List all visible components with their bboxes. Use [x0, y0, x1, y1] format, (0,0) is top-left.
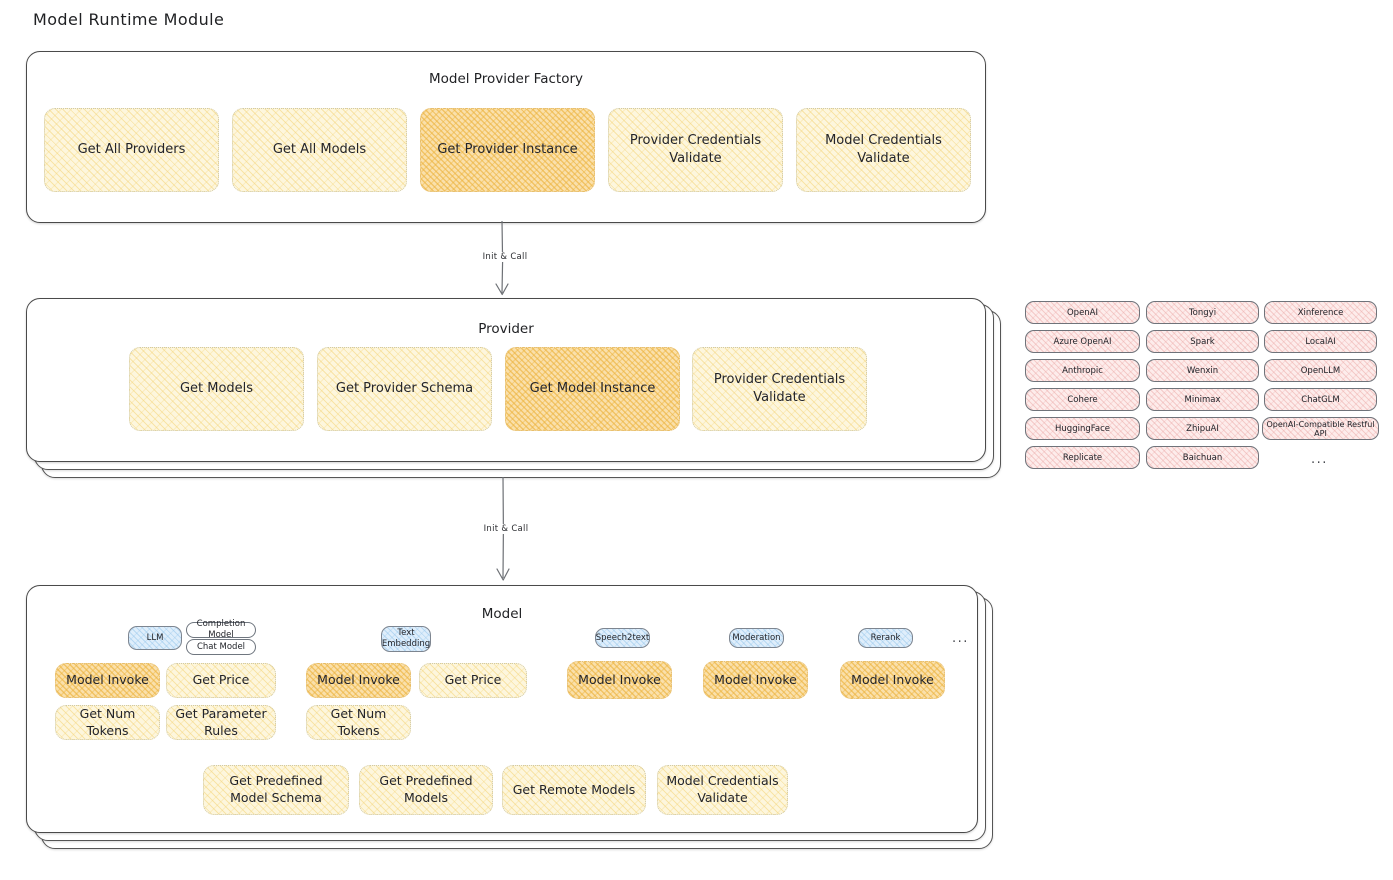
provider-pill-replicate[interactable]: Replicate: [1025, 446, 1140, 469]
provider-pill-cohere[interactable]: Cohere: [1025, 388, 1140, 411]
model-type-badge-rerank[interactable]: Rerank: [858, 628, 913, 648]
page-title: Model Runtime Module: [33, 10, 225, 29]
provider-pill-openai-compatible-restful-api[interactable]: OpenAI-Compatible Restful API: [1262, 417, 1379, 440]
model-type-badge-moderation[interactable]: Moderation: [729, 628, 784, 648]
arrow-label-init-call-1: Init & Call: [462, 252, 548, 262]
speech2text-method-model-invoke[interactable]: Model Invoke: [567, 661, 672, 699]
moderation-method-model-invoke[interactable]: Model Invoke: [703, 661, 808, 699]
provider-title: Provider: [478, 321, 534, 337]
model-type-badge-speech2text[interactable]: Speech2text: [595, 628, 650, 648]
model-type-sub-chat-model: Chat Model: [186, 639, 256, 655]
factory-method-model-credentials-validate[interactable]: Model Credentials Validate: [796, 108, 971, 192]
model-common-method-model-credentials-validate[interactable]: Model Credentials Validate: [657, 765, 788, 815]
provider-pill-azure-openai[interactable]: Azure OpenAI: [1025, 330, 1140, 353]
factory-title: Model Provider Factory: [428, 71, 583, 87]
provider-pill-xinference[interactable]: Xinference: [1264, 301, 1377, 324]
provider-pill-openai[interactable]: OpenAI: [1025, 301, 1140, 324]
provider-method-provider-credentials-validate[interactable]: Provider Credentials Validate: [692, 347, 867, 431]
provider-pill-chatglm[interactable]: ChatGLM: [1264, 388, 1377, 411]
arrow-provider-to-model: [496, 476, 510, 581]
text-embedding-method-model-invoke[interactable]: Model Invoke: [306, 663, 411, 698]
factory-method-get-provider-instance[interactable]: Get Provider Instance: [420, 108, 595, 192]
factory-method-get-all-providers[interactable]: Get All Providers: [44, 108, 219, 192]
provider-pill-tongyi[interactable]: Tongyi: [1146, 301, 1259, 324]
llm-method-get-parameter-rules[interactable]: Get Parameter Rules: [166, 705, 276, 740]
provider-pill-wenxin[interactable]: Wenxin: [1146, 359, 1259, 382]
text-embedding-method-get-price[interactable]: Get Price: [419, 663, 527, 698]
llm-method-get-num-tokens[interactable]: Get Num Tokens: [55, 705, 160, 740]
model-common-method-get-predefined-models[interactable]: Get Predefined Models: [359, 765, 493, 815]
model-type-sub-completion-model: Completion Model: [186, 619, 256, 640]
provider-pill-anthropic[interactable]: Anthropic: [1025, 359, 1140, 382]
provider-method-get-models[interactable]: Get Models: [129, 347, 304, 431]
factory-method-get-all-models[interactable]: Get All Models: [232, 108, 407, 192]
provider-pill-openllm[interactable]: OpenLLM: [1264, 359, 1377, 382]
model-types-more: ...: [952, 631, 969, 646]
provider-pill-zhipuai[interactable]: ZhipuAI: [1146, 417, 1259, 440]
llm-method-get-price[interactable]: Get Price: [166, 663, 276, 698]
provider-pill-localai[interactable]: LocalAI: [1264, 330, 1377, 353]
provider-method-get-provider-schema[interactable]: Get Provider Schema: [317, 347, 492, 431]
model-type-badge-llm[interactable]: LLM: [128, 626, 182, 650]
provider-pill-huggingface[interactable]: HuggingFace: [1025, 417, 1140, 440]
provider-pill-minimax[interactable]: Minimax: [1146, 388, 1259, 411]
provider-list-more: ...: [1311, 452, 1328, 467]
text-embedding-method-get-num-tokens[interactable]: Get Num Tokens: [306, 705, 411, 740]
provider-method-get-model-instance[interactable]: Get Model Instance: [505, 347, 680, 431]
model-common-method-get-remote-models[interactable]: Get Remote Models: [502, 765, 646, 815]
provider-pill-spark[interactable]: Spark: [1146, 330, 1259, 353]
arrow-label-init-call-2: Init & Call: [463, 524, 549, 534]
model-title: Model: [481, 606, 523, 622]
factory-method-provider-credentials-validate[interactable]: Provider Credentials Validate: [608, 108, 783, 192]
provider-pill-baichuan[interactable]: Baichuan: [1146, 446, 1259, 469]
model-type-badge-text-embedding[interactable]: Text Embedding: [381, 626, 431, 652]
llm-method-model-invoke[interactable]: Model Invoke: [55, 663, 160, 698]
model-common-method-get-predefined-model-schema[interactable]: Get Predefined Model Schema: [203, 765, 349, 815]
rerank-method-model-invoke[interactable]: Model Invoke: [840, 661, 945, 699]
